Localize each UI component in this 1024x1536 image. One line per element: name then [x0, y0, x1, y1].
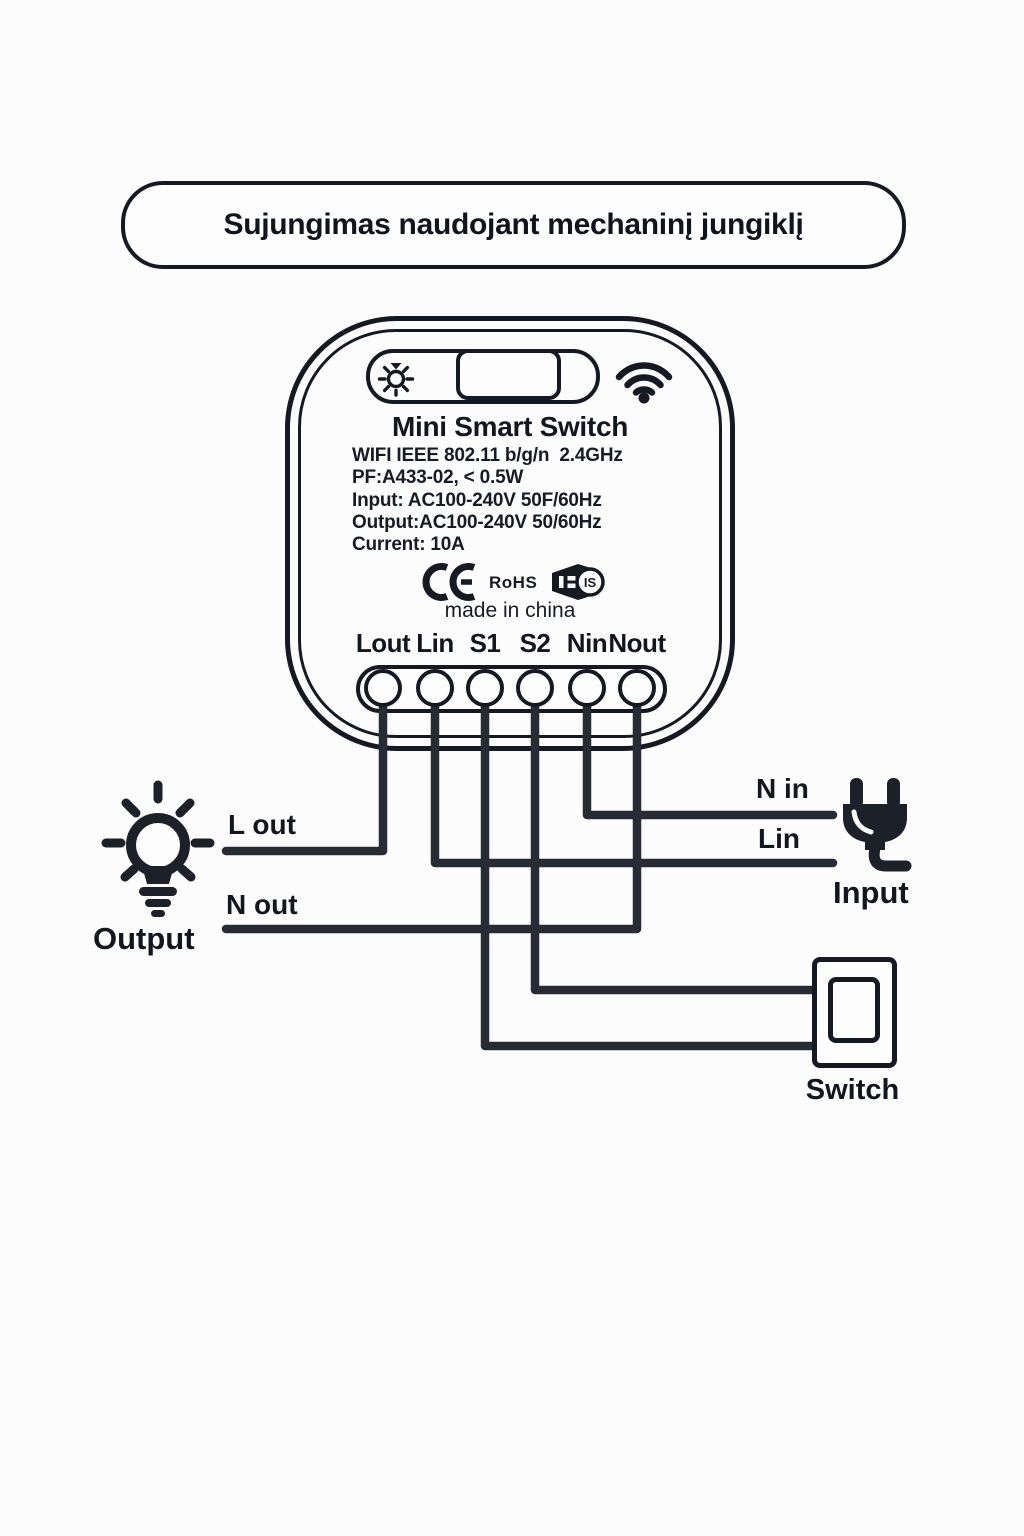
switch-label: Switch — [805, 1074, 900, 1106]
terminal-circle-s1 — [466, 669, 504, 707]
terminal-label-s1: S1 — [469, 628, 501, 658]
title-box: Sujungimas naudojant mechaninį jungiklį — [121, 181, 906, 269]
spec-line: Output:AC100-240V 50/60Hz — [352, 511, 602, 533]
ce-mark-icon — [422, 563, 476, 601]
spec-line: Current: 10A — [352, 534, 465, 556]
n-in-label: N in — [756, 773, 809, 804]
device-name: Mini Smart Switch — [391, 411, 629, 442]
certification-badge-icon: IS — [552, 564, 605, 600]
wire-nin-to-input — [582, 697, 838, 820]
light-bulb-icon — [101, 780, 215, 917]
wire-lout-to-bulb — [221, 697, 388, 856]
power-plug-icon — [843, 778, 912, 872]
input-label: Input — [833, 875, 909, 910]
wifi-icon — [615, 362, 673, 404]
spec-line: Input: AC100-240V 50F/60Hz — [352, 489, 602, 511]
diagram-title: Sujungimas naudojant mechaninį jungiklį — [223, 208, 804, 241]
wire-lin-to-input — [430, 697, 838, 868]
l-in-label: Lin — [758, 823, 800, 854]
terminal-circle-nout — [618, 669, 656, 707]
device-outline-inner — [298, 329, 722, 738]
wire-s1-to-switch — [480, 697, 821, 1051]
device-button — [456, 349, 561, 400]
terminal-label-s2: S2 — [519, 628, 551, 658]
terminal-circle-nin — [568, 669, 606, 707]
device-outline-outer — [285, 316, 735, 751]
terminal-strip — [356, 665, 667, 713]
badge-circle-text: IS — [584, 575, 597, 590]
spec-line: PF:A433-02, < 0.5W — [352, 467, 524, 489]
wire-s2-to-switch — [530, 697, 821, 995]
spec-line: WIFI IEEE 802.11 b/g/n 2.4GHz — [352, 445, 623, 466]
n-out-label: N out — [226, 889, 298, 920]
switch-rocker — [828, 977, 880, 1043]
wire-nout-to-output — [221, 697, 642, 934]
terminal-label-lout: Lout — [355, 628, 411, 658]
terminal-label-nin: Nin — [566, 628, 608, 658]
terminal-label-lin: Lin — [416, 628, 454, 658]
rohs-label: RoHS — [489, 573, 538, 592]
terminal-circle-lin — [416, 669, 454, 707]
made-in-label: made in china — [444, 599, 576, 622]
terminal-label-nout: Nout — [608, 628, 666, 658]
terminal-circle-lout — [364, 669, 402, 707]
switch-box — [812, 957, 897, 1068]
terminal-circle-s2 — [516, 669, 554, 707]
l-out-label: L out — [228, 809, 296, 840]
brightness-sun-icon — [377, 363, 415, 397]
output-label: Output — [93, 921, 195, 956]
